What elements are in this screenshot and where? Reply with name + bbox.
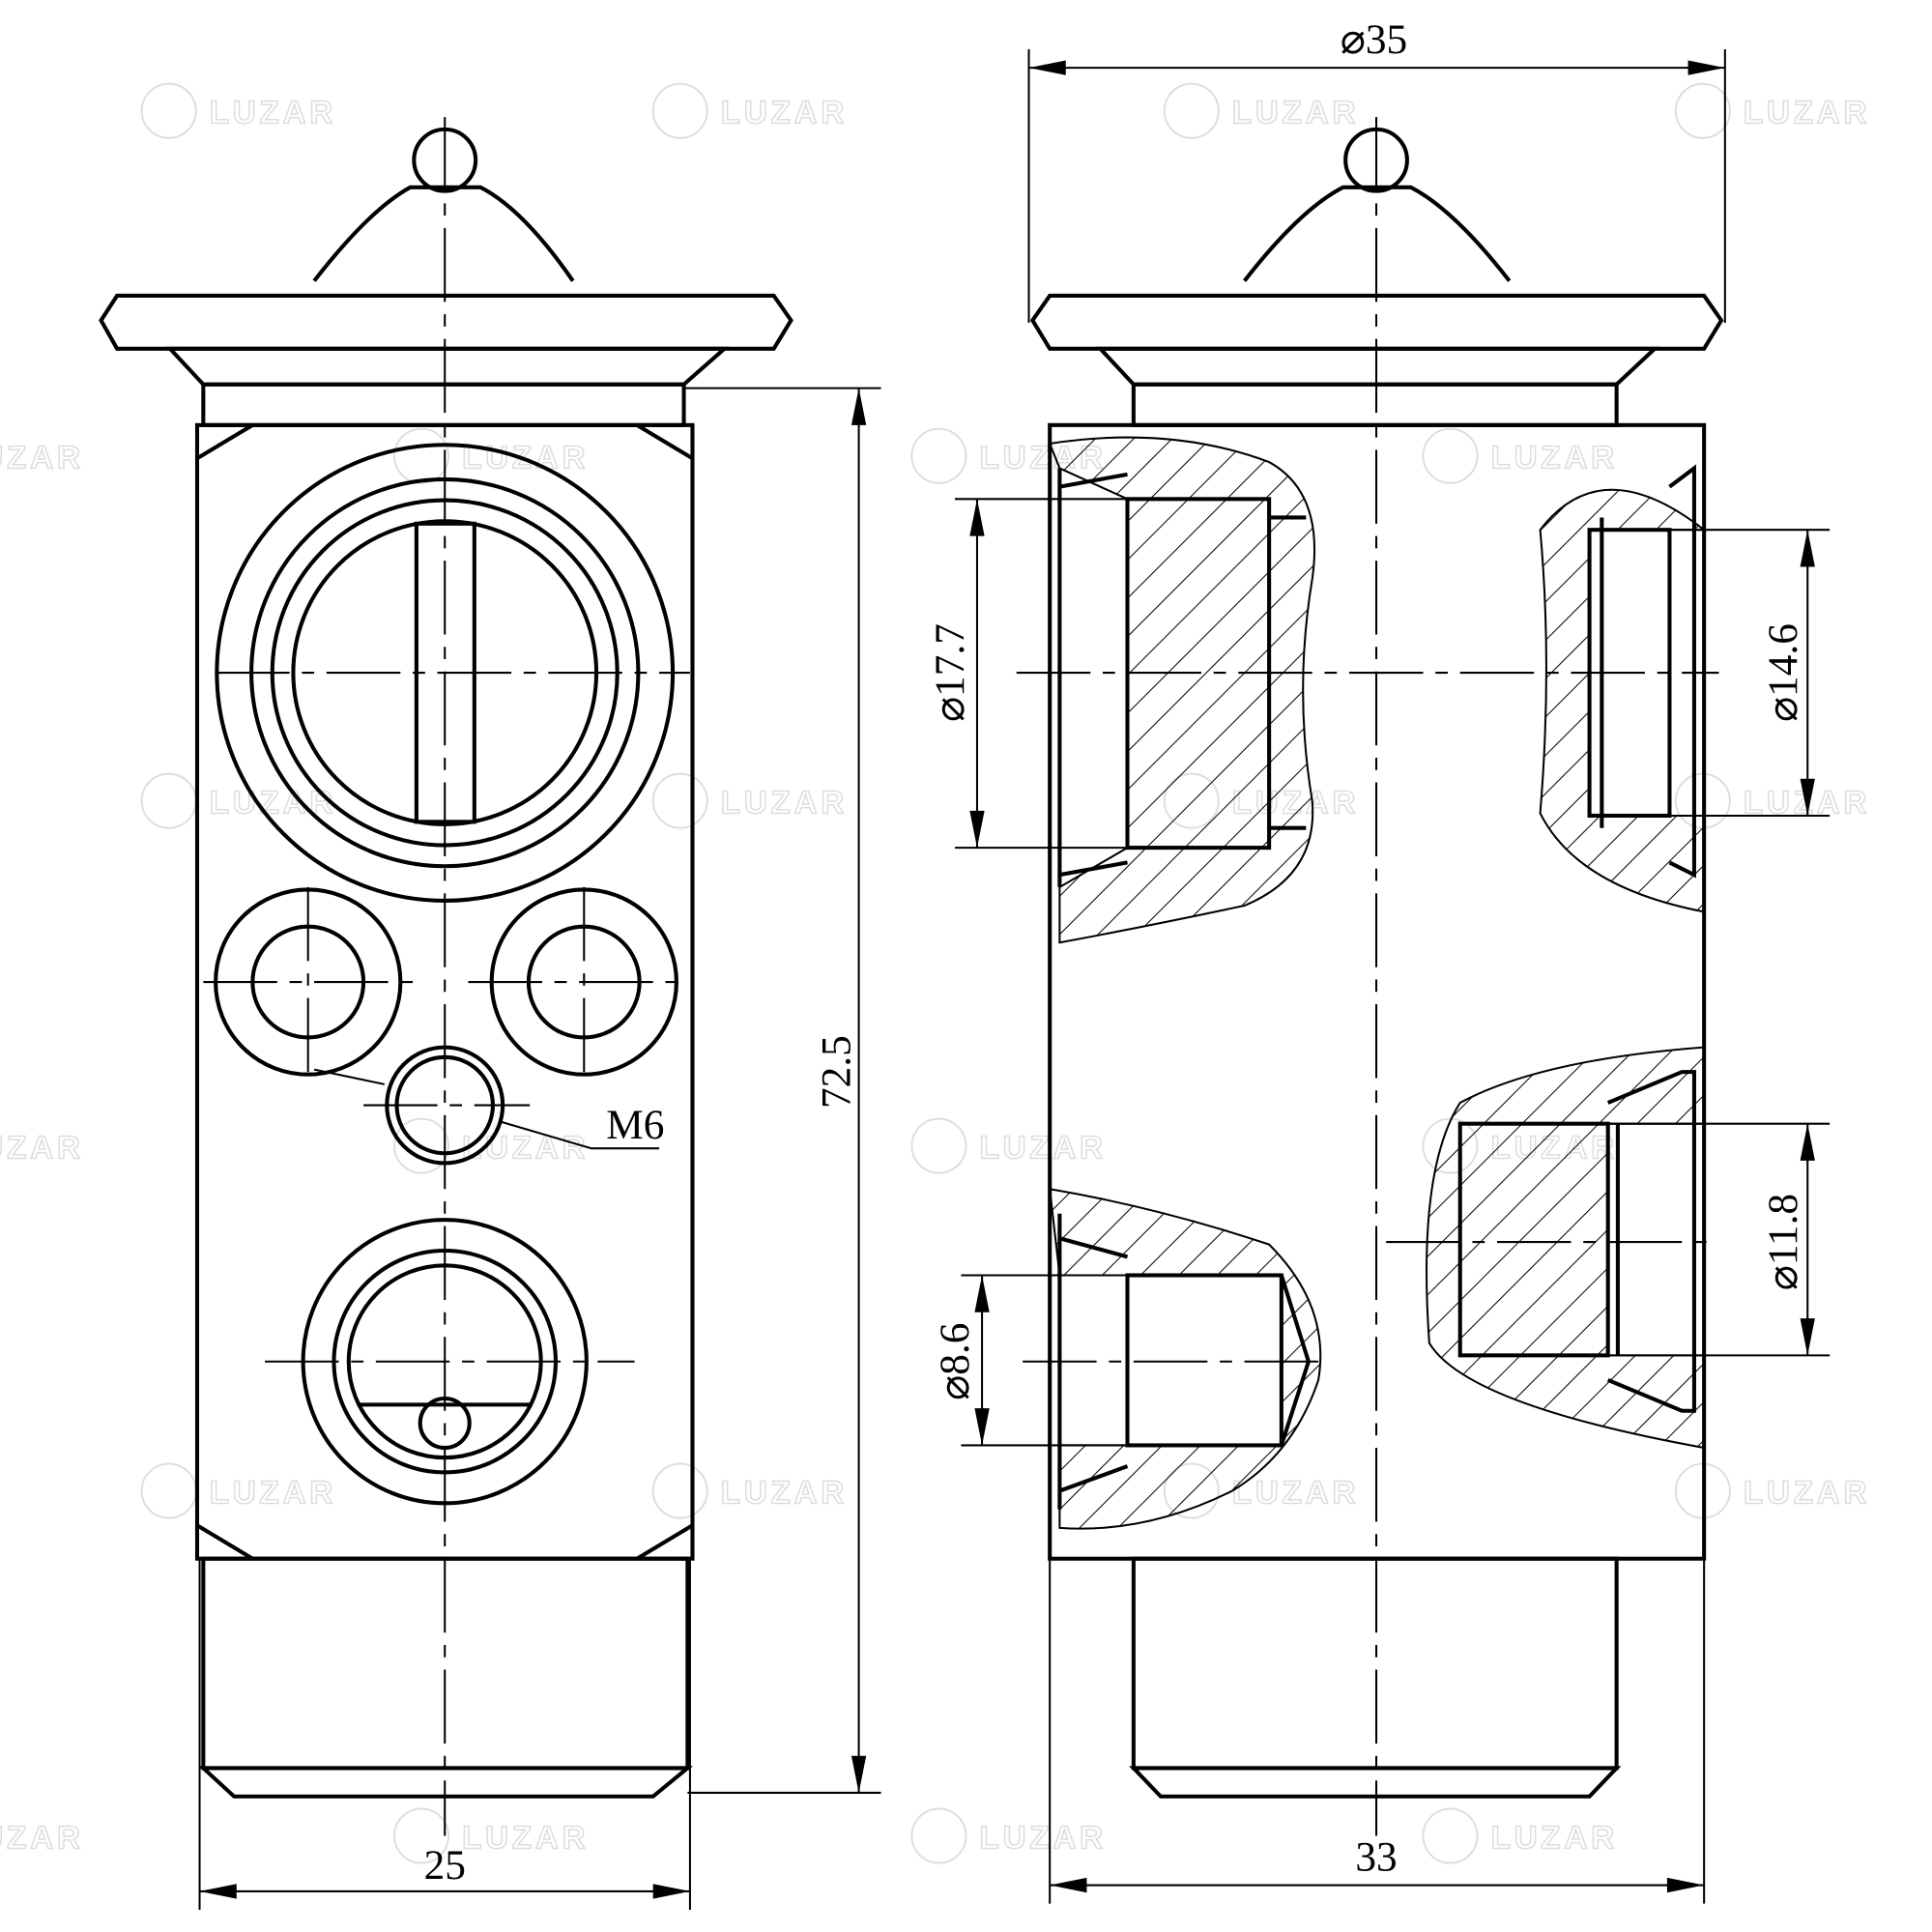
front-width-dimension: 25 [424, 1842, 466, 1889]
thread-label: M6 [606, 1102, 664, 1148]
dome [312, 185, 575, 282]
flange-plate [99, 293, 793, 351]
port-upper-left-dimension: ⌀17.7 [927, 623, 973, 722]
port-lower-right-dimension: ⌀11.8 [1760, 1194, 1806, 1290]
side-width-dimension: 33 [1355, 1833, 1397, 1880]
height-dimension: 72.5 [814, 1035, 860, 1109]
port-lower-left-dimension: ⌀8.6 [932, 1323, 978, 1400]
port-upper-right-dimension: ⌀14.6 [1760, 623, 1806, 722]
front-view: M6 72.5 25 [99, 117, 881, 1911]
side-view: ⌀35 33 ⌀17.7 ⌀14.6 ⌀11.8 ⌀8.6 [927, 16, 1831, 1904]
flange-diameter-dimension: ⌀35 [1341, 16, 1407, 63]
